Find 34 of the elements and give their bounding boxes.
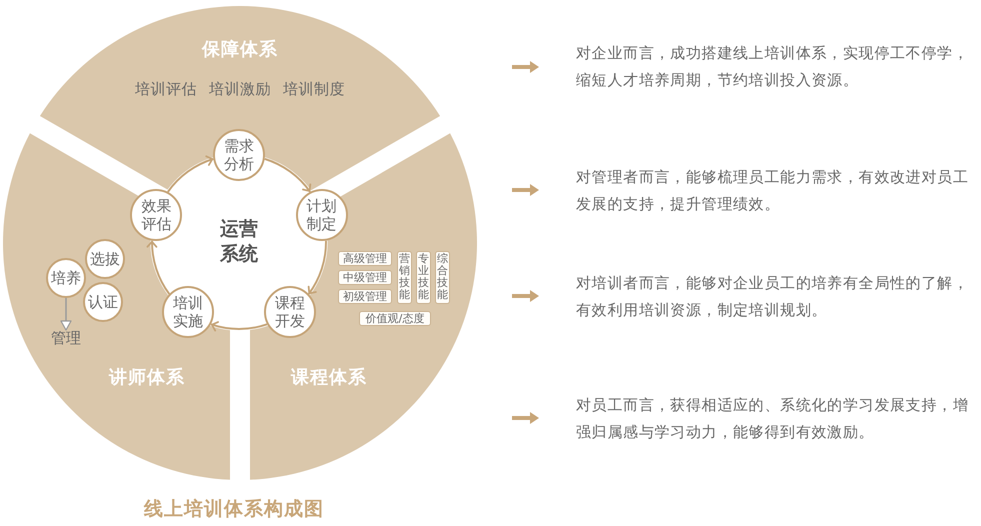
step-label: 课程开发 [274, 294, 306, 330]
skill-tag: 高级管理 [338, 251, 392, 266]
step-label: 培训实施 [172, 294, 204, 330]
description-text: 对培训者而言，能够对企业员工的培养有全局性的了解，有效利用培训资源，制定培训规划。 [576, 273, 970, 321]
curved-arrow [146, 240, 170, 295]
skill-tag: 综合技能 [435, 251, 450, 304]
step-label: 需求分析 [223, 137, 255, 173]
role-label: 选拔 [89, 250, 121, 268]
curved-arrow [307, 240, 327, 295]
sector-item: 培训制度 [283, 80, 345, 98]
skill-tag: 价值观/态度 [359, 311, 431, 326]
skill-tag: 中级管理 [338, 270, 392, 285]
curved-arrow [167, 156, 214, 192]
center-label: 运营系统 [219, 217, 259, 267]
curved-arrow [210, 320, 268, 332]
skill-tag: 专业技能 [416, 251, 431, 304]
sector-title: 保障体系 [202, 39, 278, 61]
description-text: 对企业而言，成功搭建线上培训体系，实现停工不停学，缩短人才培养周期，节约培训投入资源。 [576, 43, 970, 91]
sector-item: 培训评估 [135, 80, 197, 98]
arrow [60, 298, 72, 331]
role-label: 培养 [50, 269, 82, 287]
sector-item: 培训激励 [209, 80, 271, 98]
description-text: 对员工而言，获得相适应的、系统化的学习发展支持，增强归属感与学习动力，能够得到有效激励。 [576, 395, 970, 443]
sector-title: 课程体系 [291, 367, 367, 389]
step-label: 计划制定 [306, 197, 338, 234]
skill-tag: 营销技能 [397, 251, 412, 304]
description-text: 对管理者而言，能够梳理员工能力需求，有效改进对员工发展的支持，提升管理绩效。 [576, 167, 970, 215]
step-label: 效果评估 [140, 197, 172, 234]
role-label: 认证 [87, 293, 119, 311]
figure-caption: 线上培训体系构成图 [144, 497, 324, 521]
curved-arrow [264, 158, 311, 192]
sector-title: 讲师体系 [109, 367, 185, 389]
stage-label: 管理 [51, 330, 81, 347]
skill-tag: 初级管理 [338, 289, 392, 304]
